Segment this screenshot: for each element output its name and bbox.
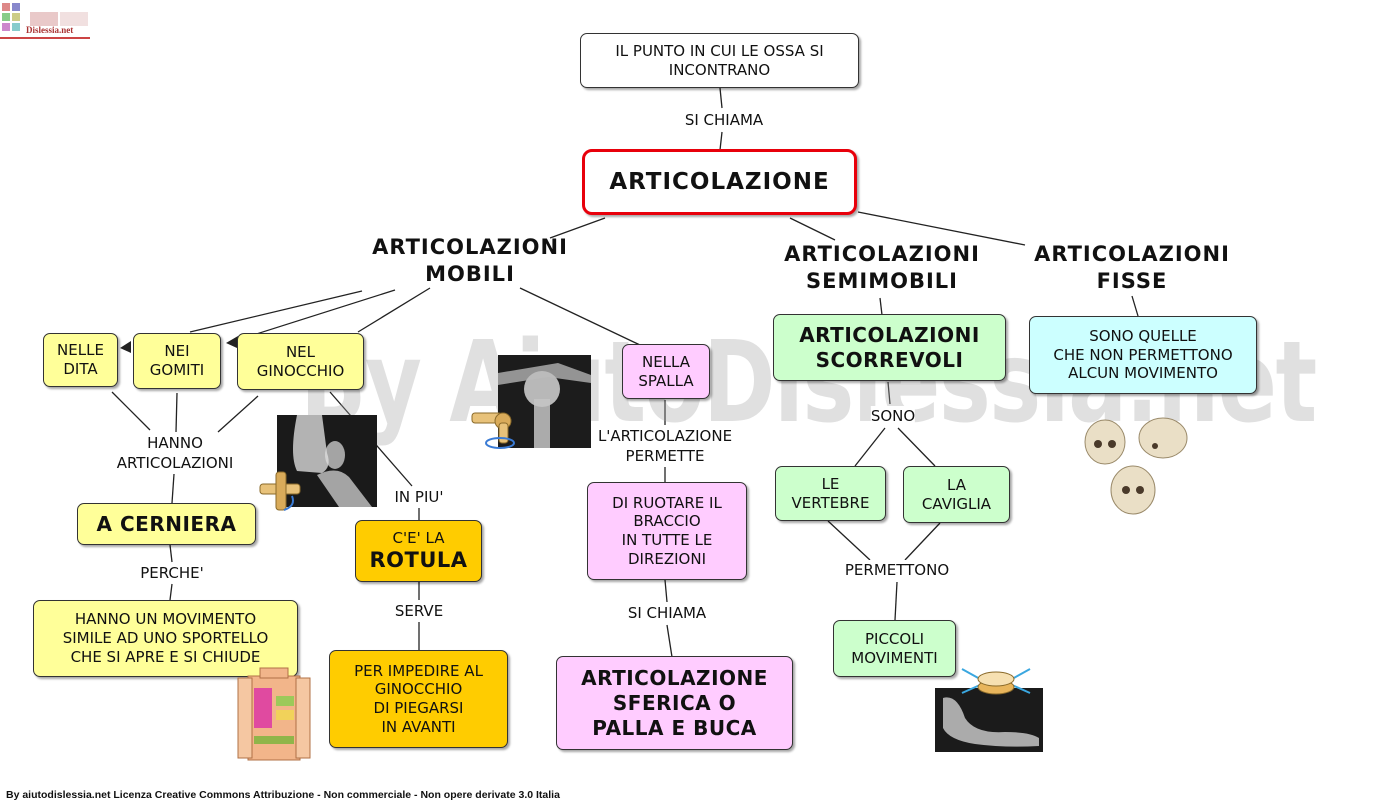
node-punto-incontro: IL PUNTO IN CUI LE OSSA SI INCONTRANO [580, 33, 859, 88]
link-vertebre-permettono [827, 520, 871, 561]
link-semimobili-scorrevoli [879, 297, 883, 316]
label-permettono: PERMETTONO [844, 560, 950, 581]
arrowhead-gomiti [226, 336, 238, 348]
link-dita-hanno [111, 391, 151, 431]
link-punto-sichiama [719, 87, 723, 109]
heading-semimobili: ARTICOLAZIONI SEMIMOBILI [784, 242, 980, 294]
link-cerniera-perche [169, 544, 173, 563]
link-scorrevoli-sono [887, 381, 891, 405]
node-nei-gomiti: NEI GOMITI [133, 333, 221, 389]
link-root-fisse [857, 211, 1026, 246]
link-fisse-desc [1131, 295, 1139, 317]
link-hanno-cerniera [171, 473, 175, 504]
node-caviglia: LA CAVIGLIA [903, 466, 1010, 523]
link-caviglia-permettono [904, 522, 941, 561]
link-mobili-dita [189, 290, 363, 333]
hinge-icon [259, 471, 301, 511]
node-nelle-dita: NELLE DITA [43, 333, 118, 387]
footer-license: By aiutodislessia.net Licenza Creative C… [6, 789, 560, 801]
knee-xray-icon [277, 415, 377, 507]
wardrobe-icon [237, 667, 311, 761]
node-nel-ginocchio: NEL GINOCCHIO [237, 333, 364, 390]
node-ruotare: DI RUOTARE IL BRACCIO IN TUTTE LE DIREZI… [587, 482, 747, 580]
link-ginocchio-hanno [217, 395, 259, 433]
link-mobili-ginocchio [357, 287, 431, 333]
skulls-icon [1084, 417, 1188, 515]
logo-icon [0, 3, 90, 39]
link-sichiama-root [719, 131, 723, 151]
arrowhead-dita [120, 341, 131, 353]
label-sono: SONO [870, 406, 916, 427]
root-articolazione: ARTICOLAZIONE [582, 149, 857, 215]
gliding-disc-icon [961, 668, 1031, 695]
site-logo: Dislessia.net [0, 0, 90, 40]
link-perche-movimento [169, 583, 173, 601]
label-si-chiama-top: SI CHIAMA [684, 110, 764, 131]
rotula-top-text: C'E' LA [392, 528, 445, 547]
node-scorrevoli: ARTICOLAZIONI SCORREVOLI [773, 314, 1006, 381]
node-sferica: ARTICOLAZIONE SFERICA O PALLA E BUCA [556, 656, 793, 750]
link-root-mobili [549, 217, 606, 239]
logo-text: Dislessia.net [26, 25, 74, 35]
node-fisse-desc: SONO QUELLE CHE NON PERMETTONO ALCUN MOV… [1029, 316, 1257, 394]
node-vertebre: LE VERTEBRE [775, 466, 886, 521]
node-hanno-movimento: HANNO UN MOVIMENTO SIMILE AD UNO SPORTEL… [33, 600, 298, 677]
label-in-piu: IN PIU' [394, 487, 444, 508]
link-sono-vertebre [854, 427, 886, 467]
link-sichiama-sferica [666, 624, 673, 658]
node-piccoli-movimenti: PICCOLI MOVIMENTI [833, 620, 956, 677]
heading-mobili: ARTICOLAZIONI MOBILI [372, 235, 568, 287]
ball-joint-icon [471, 412, 515, 449]
node-impedire: PER IMPEDIRE AL GINOCCHIO DI PIEGARSI IN… [329, 650, 508, 748]
label-hanno-articolazioni: HANNO ARTICOLAZIONI [116, 433, 234, 474]
foot-xray-icon [935, 688, 1043, 752]
link-gomiti-hanno [175, 392, 178, 433]
link-permettono-piccoli [894, 581, 898, 621]
link-mobili-spalla [519, 287, 641, 346]
link-sono-caviglia [897, 427, 936, 467]
label-permette: L'ARTICOLAZIONE PERMETTE [597, 426, 733, 467]
node-nella-spalla: NELLA SPALLA [622, 344, 710, 399]
heading-fisse: ARTICOLAZIONI FISSE [1034, 242, 1230, 294]
rotula-bottom-text: ROTULA [369, 548, 468, 573]
node-rotula: C'E' LA ROTULA [355, 520, 482, 582]
label-si-chiama-bottom: SI CHIAMA [627, 603, 707, 624]
link-ruotare-sichiama [664, 579, 668, 603]
label-serve: SERVE [394, 601, 444, 622]
link-root-semimobili [789, 217, 836, 241]
label-perche: PERCHE' [140, 563, 204, 584]
shoulder-xray-icon [498, 355, 591, 448]
node-a-cerniera: A CERNIERA [77, 503, 256, 545]
